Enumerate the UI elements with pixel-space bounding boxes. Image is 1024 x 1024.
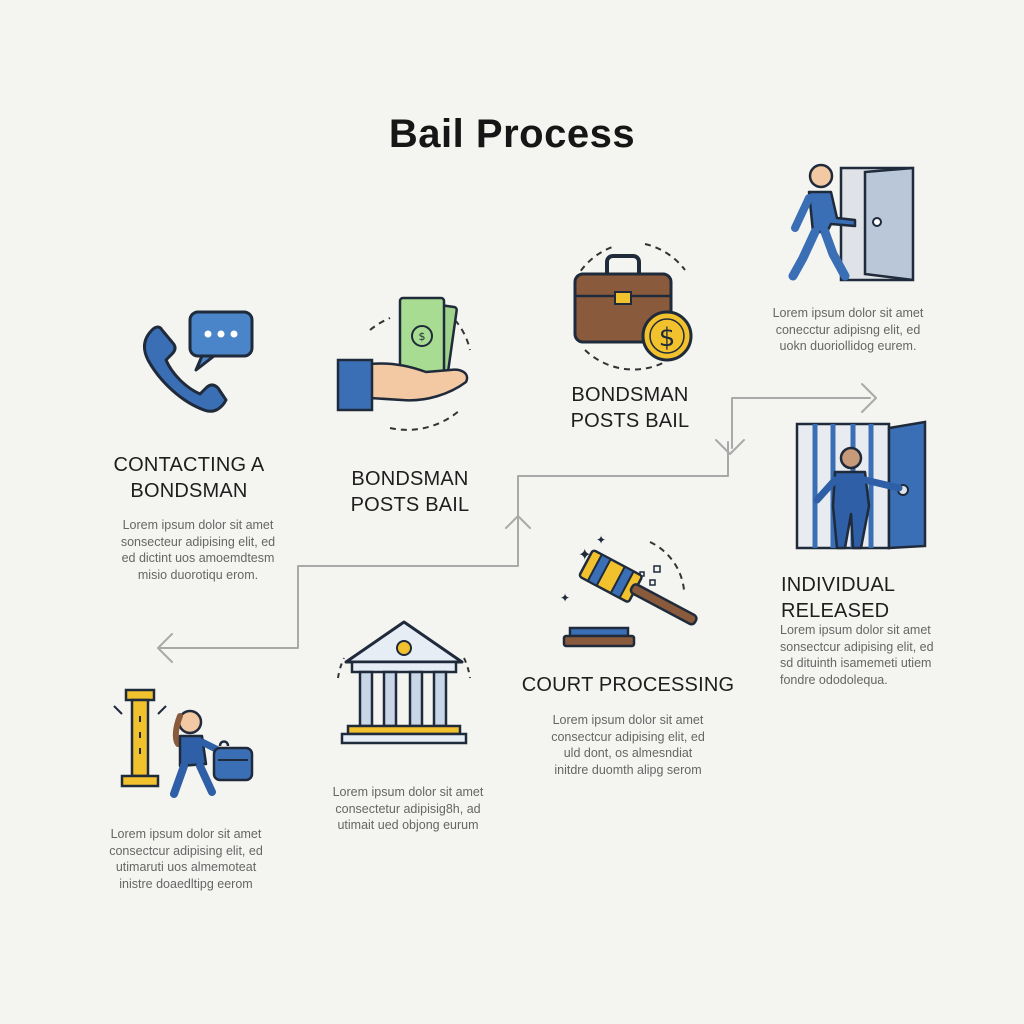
- hand-cash-heading: BONDSMAN POSTS BAIL: [350, 468, 470, 516]
- arrowhead-down: [715, 439, 745, 455]
- connector-path-upper: [731, 397, 871, 449]
- released-body: Lorem ipsum dolor sit amet sonsectcur ad…: [780, 623, 934, 687]
- svg-text:$: $: [419, 330, 426, 343]
- contacting-body: Lorem ipsum dolor sit amet sonsecteur ad…: [120, 518, 276, 582]
- person-exit-door-icon: [788, 163, 915, 282]
- svg-text:$: $: [659, 323, 676, 353]
- contacting-heading: CONTACTING A BONDSMAN: [113, 454, 265, 502]
- released-heading: INDIVIDUAL RELEASED: [781, 574, 896, 622]
- svg-text:✦: ✦: [560, 591, 570, 605]
- jail-cell-release-icon: [795, 420, 927, 550]
- phone-chat-icon: [143, 310, 254, 413]
- court-processing-heading: COURT PROCESSING: [521, 674, 735, 696]
- arrowhead-right: [861, 383, 877, 413]
- court-processing-body: Lorem ipsum dolor sit amet consectcur ad…: [551, 713, 705, 777]
- courthouse-body: Lorem ipsum dolor sit amet consectetur a…: [332, 785, 484, 832]
- hand-cash-icon: $: [336, 296, 471, 431]
- page-title: Bail Process: [388, 112, 636, 156]
- person-luggage-icon: [113, 688, 254, 798]
- gavel-icon: ✦ ✦ ✦: [560, 533, 698, 648]
- bottom-left-body: Lorem ipsum dolor sit amet consectcur ad…: [109, 827, 263, 891]
- connector-path-lower: [159, 441, 729, 649]
- svg-text:✦: ✦: [596, 533, 606, 547]
- arrowhead-up: [505, 515, 531, 529]
- briefcase-coin-icon: $: [573, 243, 693, 371]
- arrowhead-left: [157, 633, 173, 663]
- courthouse-icon: [337, 620, 471, 745]
- exit-door-body: Lorem ipsum dolor sit amet conecctur adi…: [772, 306, 924, 353]
- briefcase-heading: BONDSMAN POSTS BAIL: [570, 384, 690, 432]
